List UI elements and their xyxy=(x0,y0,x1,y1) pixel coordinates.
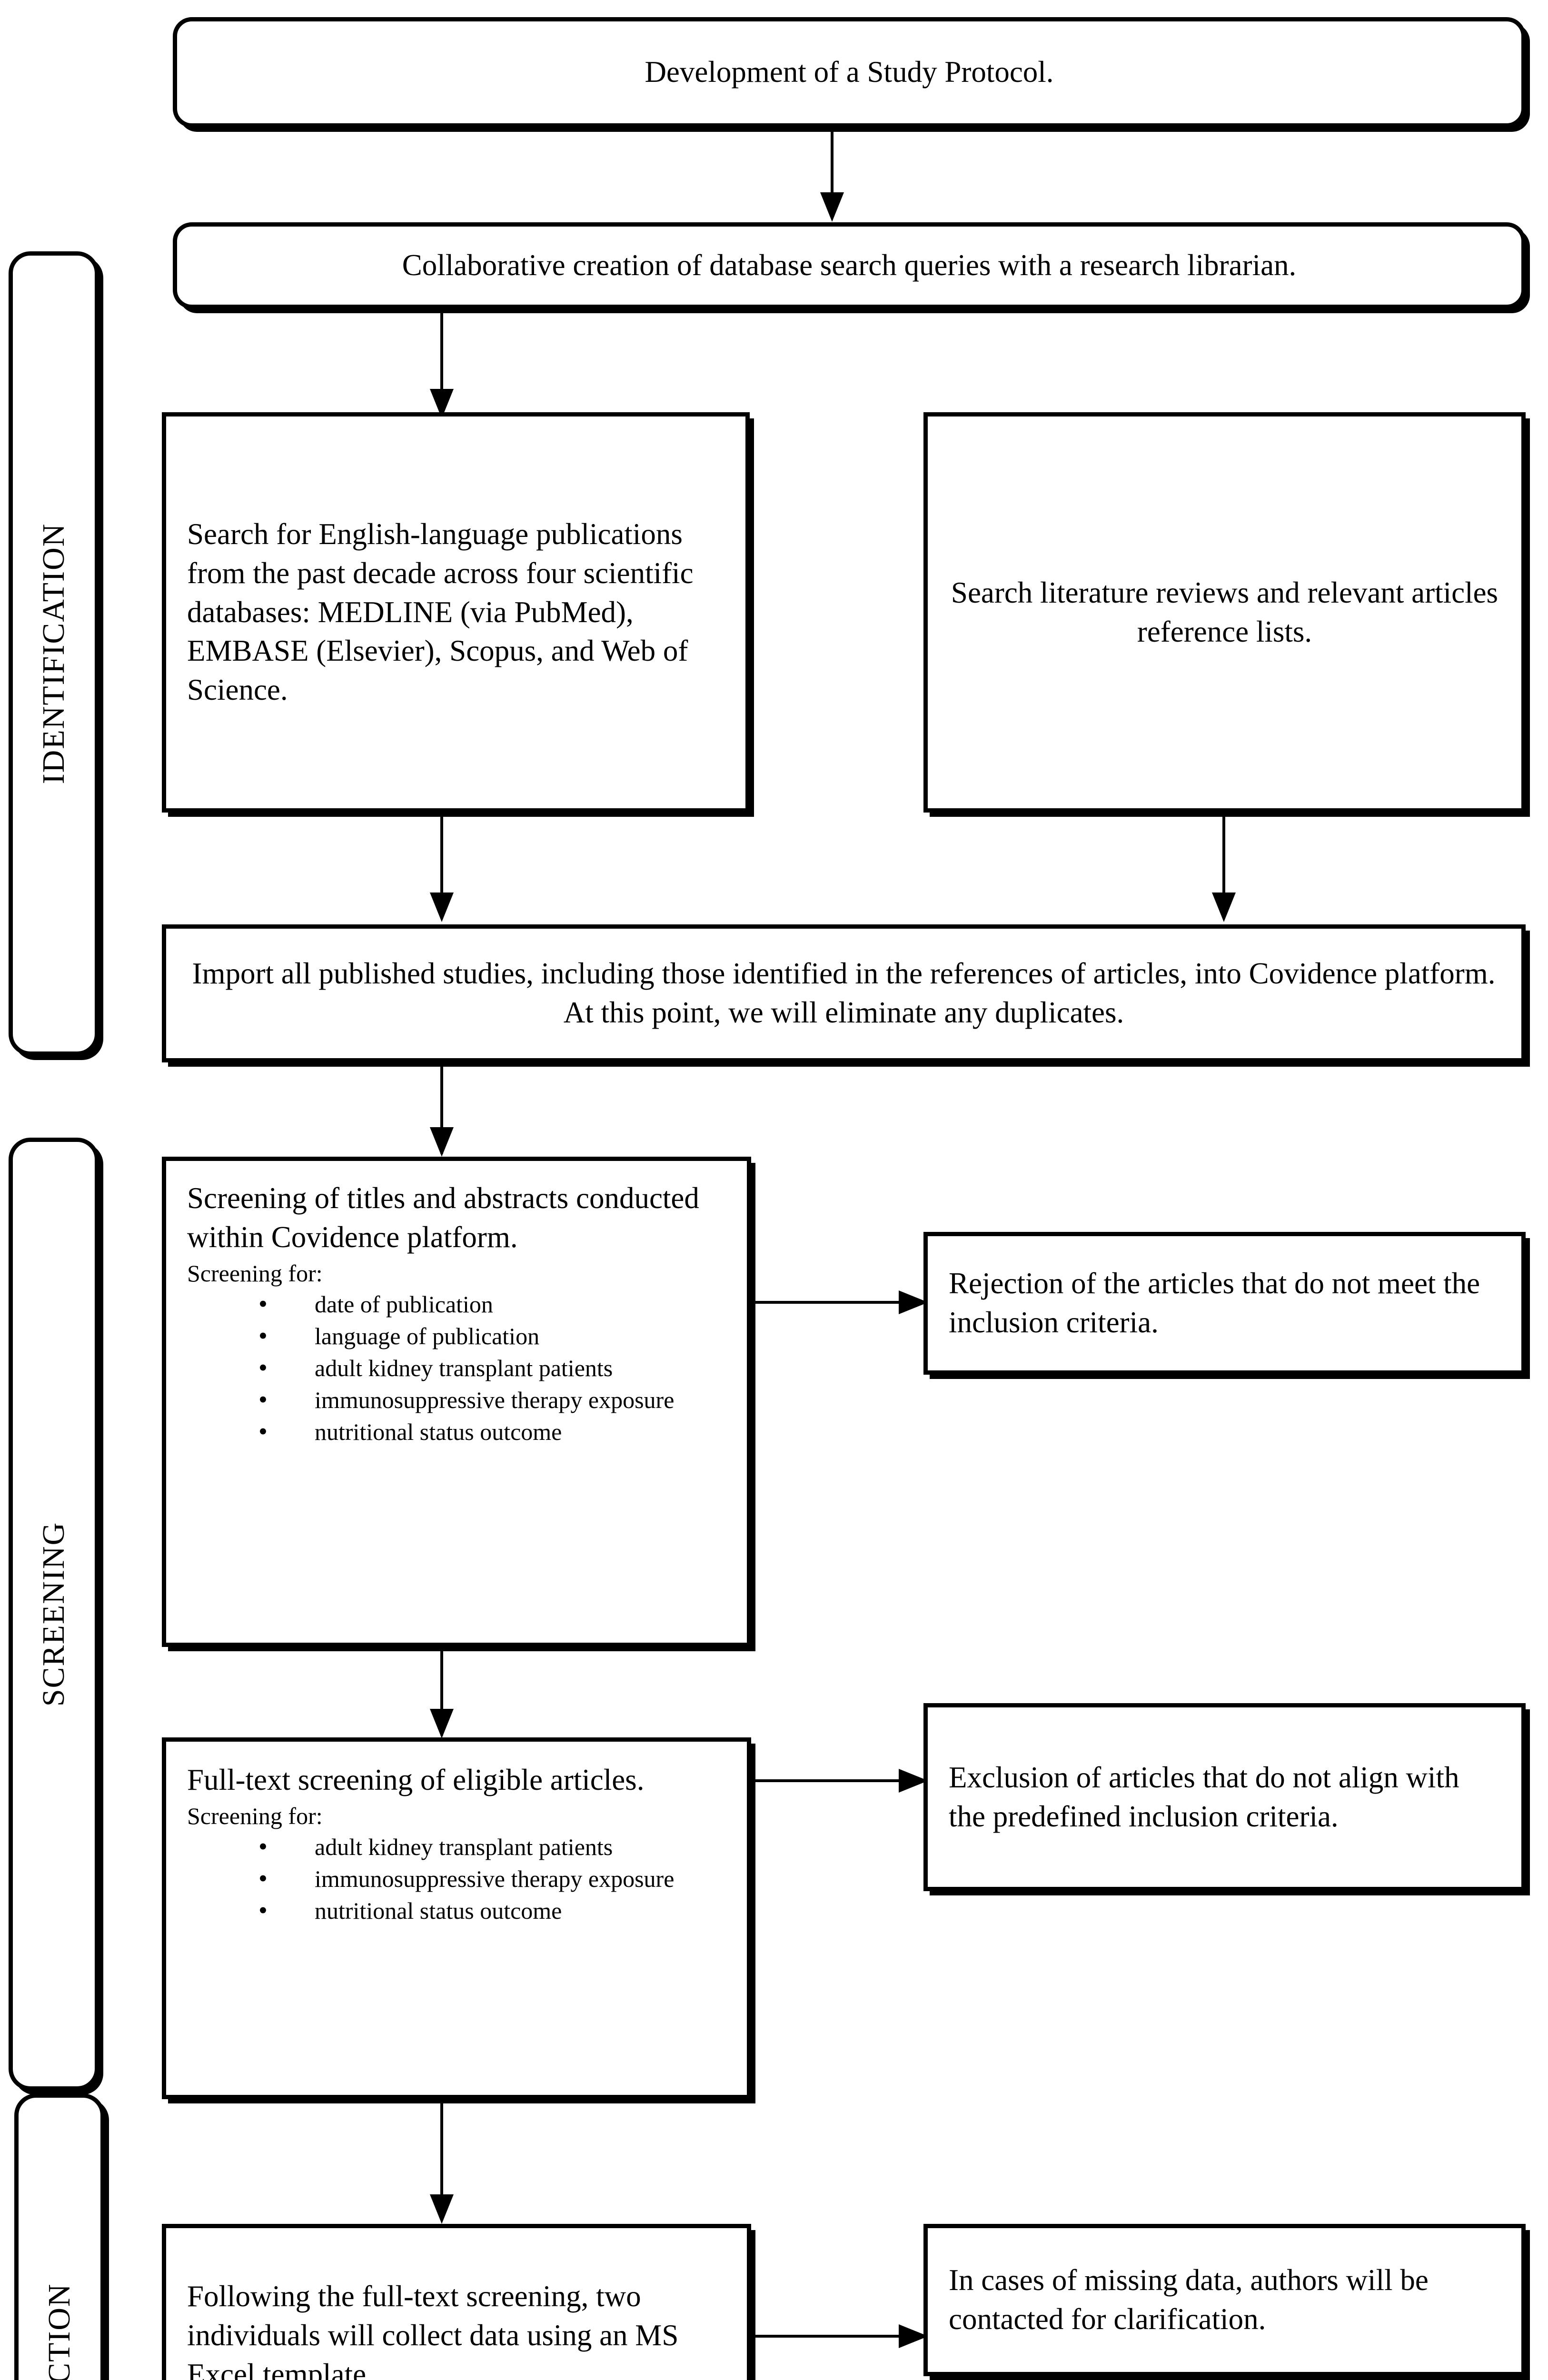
node-exclusion-body: Exclusion of articles that do not align … xyxy=(928,1758,1521,1836)
phase-label-identification: IDENTIFICATION xyxy=(9,251,99,1056)
arrowhead-fulltext-to-exclusion xyxy=(899,1769,928,1793)
node-database-search: Search for English-language publications… xyxy=(162,412,750,813)
node-full-text-screening-body: Full-text screening of eligible articles… xyxy=(166,1742,747,1927)
phase-label-identification-text: IDENTIFICATION xyxy=(36,523,71,784)
list-item: adult kidney transplant patients xyxy=(258,1351,726,1384)
connector-data-collection-to-missing-data xyxy=(751,2335,908,2338)
list-item: nutritional status outcome xyxy=(258,1894,726,1927)
phase-label-screening: SCREENING xyxy=(9,1138,99,2091)
node-title-abstract-screening-subtitle: Screening for: xyxy=(187,1259,323,1287)
connector-screening-to-rejection xyxy=(751,1301,908,1304)
node-missing-data-text: In cases of missing data, authors will b… xyxy=(949,2263,1429,2336)
node-data-collection: Following the full-text screening, two i… xyxy=(162,2224,751,2380)
arrowhead-screening-to-fulltext xyxy=(430,1709,454,1738)
node-missing-data: In cases of missing data, authors will b… xyxy=(923,2224,1526,2376)
arrowhead-data-collection-to-missing-data xyxy=(899,2324,928,2348)
list-item: date of publication xyxy=(258,1287,726,1320)
arrowhead-protocol-to-queries xyxy=(820,192,844,222)
node-title-abstract-screening-body: Screening of titles and abstracts conduc… xyxy=(166,1161,747,1448)
connector-import-to-screening xyxy=(440,1062,443,1154)
connector-screening-to-fulltext xyxy=(440,1647,443,1735)
connector-queries-to-database-search xyxy=(440,309,443,402)
connector-fulltext-to-exclusion xyxy=(751,1779,908,1782)
node-title-abstract-screening-text: Screening of titles and abstracts conduc… xyxy=(187,1181,699,1254)
node-data-collection-body: Following the full-text screening, two i… xyxy=(166,2277,747,2380)
list-item: adult kidney transplant patients xyxy=(258,1830,726,1863)
arrowhead-screening-to-rejection xyxy=(899,1290,928,1314)
node-search-queries-body: Collaborative creation of database searc… xyxy=(177,246,1521,285)
node-study-protocol: Development of a Study Protocol. xyxy=(173,17,1526,128)
connector-reference-search-to-import xyxy=(1222,813,1225,918)
node-rejection-body: Rejection of the articles that do not me… xyxy=(928,1264,1521,1342)
arrowhead-reference-search-to-import xyxy=(1212,892,1236,922)
connector-database-search-to-import xyxy=(440,813,443,918)
phase-label-data-extraction: DATA EXTRACTION xyxy=(14,2093,105,2380)
arrowhead-database-search-to-import xyxy=(430,892,454,922)
node-title-abstract-screening: Screening of titles and abstracts conduc… xyxy=(162,1157,751,1647)
node-full-text-screening: Full-text screening of eligible articles… xyxy=(162,1737,751,2099)
node-search-queries: Collaborative creation of database searc… xyxy=(173,222,1526,309)
node-search-queries-text: Collaborative creation of database searc… xyxy=(402,248,1297,282)
list-item: nutritional status outcome xyxy=(258,1415,726,1448)
phase-label-data-extraction-text: DATA EXTRACTION xyxy=(41,2283,78,2380)
list-item: immunosuppressive therapy exposure xyxy=(258,1383,726,1416)
phase-label-screening-text: SCREENING xyxy=(36,1521,71,1707)
node-exclusion-text: Exclusion of articles that do not align … xyxy=(949,1760,1459,1833)
node-reference-search-body: Search literature reviews and relevant a… xyxy=(928,574,1521,652)
node-title-abstract-screening-criteria: date of publication language of publicat… xyxy=(187,1287,726,1448)
node-full-text-screening-text: Full-text screening of eligible articles… xyxy=(187,1763,645,1796)
node-reference-search-text: Search literature reviews and relevant a… xyxy=(951,575,1498,648)
node-study-protocol-text: Development of a Study Protocol. xyxy=(645,55,1054,89)
list-item: immunosuppressive therapy exposure xyxy=(258,1862,726,1895)
node-import-covidence-text: Import all published studies, including … xyxy=(192,957,1496,1029)
node-full-text-screening-criteria: adult kidney transplant patients immunos… xyxy=(187,1830,726,1927)
node-missing-data-body: In cases of missing data, authors will b… xyxy=(928,2261,1521,2339)
arrowhead-import-to-screening xyxy=(430,1127,454,1157)
node-import-covidence-body: Import all published studies, including … xyxy=(166,954,1521,1032)
node-rejection-text: Rejection of the articles that do not me… xyxy=(949,1267,1480,1339)
node-study-protocol-body: Development of a Study Protocol. xyxy=(177,53,1521,92)
node-database-search-text: Search for English-language publications… xyxy=(187,517,694,707)
node-exclusion: Exclusion of articles that do not align … xyxy=(923,1703,1526,1891)
node-reference-search: Search literature reviews and relevant a… xyxy=(923,412,1526,813)
node-import-covidence: Import all published studies, including … xyxy=(162,924,1526,1062)
list-item: language of publication xyxy=(258,1319,726,1352)
connector-protocol-to-queries xyxy=(831,128,834,201)
node-database-search-body: Search for English-language publications… xyxy=(166,515,745,710)
arrowhead-fulltext-to-data-collection xyxy=(430,2194,454,2224)
node-data-collection-text: Following the full-text screening, two i… xyxy=(187,2280,679,2380)
node-full-text-screening-subtitle: Screening for: xyxy=(187,1802,323,1829)
node-rejection: Rejection of the articles that do not me… xyxy=(923,1232,1526,1375)
connector-fulltext-to-data-collection xyxy=(440,2099,443,2218)
